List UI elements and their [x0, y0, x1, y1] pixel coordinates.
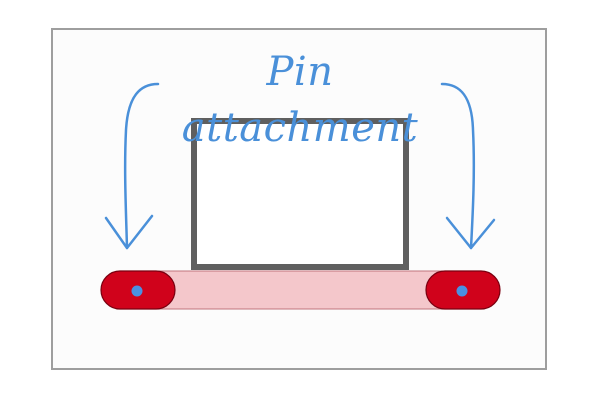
right-arrowhead	[445, 216, 496, 250]
pin-attachment-label: Pin attachment	[181, 49, 419, 151]
right-arrow	[440, 82, 476, 250]
central-box	[191, 118, 409, 270]
left-arrow	[123, 82, 160, 250]
left-arrowhead	[104, 214, 154, 250]
right-pin-icon	[456, 285, 468, 297]
left-pin-icon	[131, 285, 143, 297]
base-strip	[121, 270, 479, 310]
